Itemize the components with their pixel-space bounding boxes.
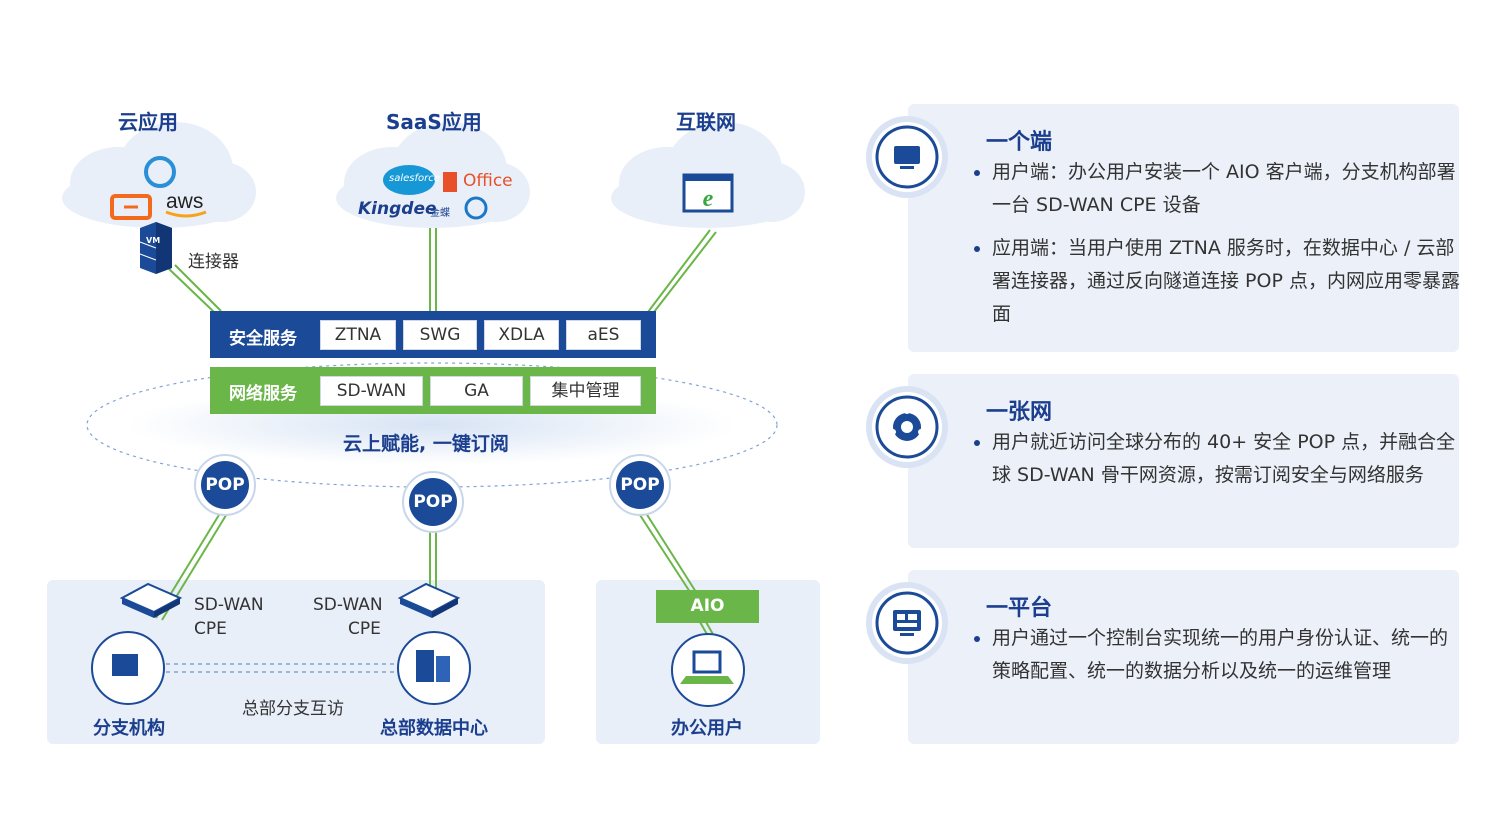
bottom-node-circles: [91, 631, 745, 707]
hq-branch-access-label: 总部分支互访: [242, 699, 344, 719]
network-globe-icon: [872, 392, 942, 462]
cpe-right-line1: SD-WAN: [313, 595, 383, 615]
chip-aes: aES: [566, 320, 641, 350]
card-bullet: 用户端：办公用户安装一个 AIO 客户端，分支机构部署一台 SD-WAN CPE…: [992, 156, 1462, 222]
saas-logos: [383, 165, 488, 220]
svg-text:e: e: [703, 186, 714, 212]
chip-central-mgmt: 集中管理: [530, 376, 641, 406]
security-service-label: 安全服务: [229, 329, 297, 349]
branch-label: 分支机构: [93, 718, 165, 739]
card-title: 一张网: [986, 400, 1053, 425]
card-one-platform: 一平台 用户通过一个控制台实现统一的用户身份认证、统一的策略配置、统一的数据分析…: [872, 570, 1462, 744]
hq-label: 总部数据中心: [380, 718, 488, 739]
card-bullet: 用户通过一个控制台实现统一的用户身份认证、统一的策略配置、统一的数据分析以及统一…: [992, 622, 1462, 688]
cpe-right-line2: CPE: [348, 619, 381, 639]
kingdee-cn-logo: 金蝶: [430, 208, 450, 219]
card-title: 一个端: [986, 130, 1053, 155]
aio-bar: [656, 590, 759, 623]
hq-branch-dashed: [166, 663, 398, 673]
monitor-icon: [872, 122, 942, 192]
chip-ztna: ZTNA: [320, 320, 396, 350]
office-logo: Office: [463, 171, 513, 191]
card-bullets: 用户就近访问全球分布的 40+ 安全 POP 点，并融合全球 SD-WAN 骨干…: [972, 426, 1462, 502]
pop-label-right: POP: [620, 475, 660, 495]
aws-logo: aws: [166, 190, 204, 213]
cloud-app-title: 云应用: [118, 110, 178, 134]
cpe-left-line2: CPE: [194, 619, 227, 639]
card-one-network: 一张网 用户就近访问全球分布的 40+ 安全 POP 点，并融合全球 SD-WA…: [872, 374, 1462, 548]
card-one-endpoint: 一个端 用户端：办公用户安装一个 AIO 客户端，分支机构部署一台 SD-WAN…: [872, 104, 1462, 352]
aio-label: AIO: [690, 596, 725, 616]
kingdee-logo: Kingdee: [358, 199, 437, 219]
chip-swg: SWG: [403, 320, 477, 350]
cpe-devices: [119, 582, 461, 618]
card-bullet: 用户就近访问全球分布的 40+ 安全 POP 点，并融合全球 SD-WAN 骨干…: [992, 426, 1462, 492]
cloud-app-logos: [110, 156, 207, 220]
card-bullet: 应用端：当用户使用 ZTNA 服务时，在数据中心 / 云部署连接器，通过反向隧道…: [992, 232, 1462, 331]
office-user-label: 办公用户: [671, 718, 743, 739]
card-title: 一平台: [986, 596, 1053, 621]
chip-ga: GA: [430, 376, 523, 406]
saas-app-title: SaaS应用: [386, 110, 482, 134]
network-service-label: 网络服务: [229, 384, 297, 404]
pop-circles: [194, 454, 671, 533]
chip-sdwan: SD-WAN: [320, 376, 423, 406]
cpe-left-line1: SD-WAN: [194, 595, 264, 615]
cloud-slogan: 云上赋能, 一键订阅: [343, 433, 509, 455]
vm-server-icon: [139, 222, 172, 274]
internet-browser-icon: e: [682, 173, 734, 213]
card-bullets: 用户通过一个控制台实现统一的用户身份认证、统一的策略配置、统一的数据分析以及统一…: [972, 622, 1462, 698]
dashboard-icon: [872, 588, 942, 658]
vm-tag: VM: [146, 236, 161, 245]
pop-label-center: POP: [413, 492, 453, 512]
card-bullets: 用户端：办公用户安装一个 AIO 客户端，分支机构部署一台 SD-WAN CPE…: [972, 156, 1462, 341]
connector-label: 连接器: [188, 252, 239, 272]
pop-label-left: POP: [205, 475, 245, 495]
salesforce-logo: salesforce: [389, 173, 440, 184]
internet-title: 互联网: [676, 110, 736, 134]
chip-xdla: XDLA: [484, 320, 559, 350]
branch-hq-panel: [47, 580, 545, 744]
